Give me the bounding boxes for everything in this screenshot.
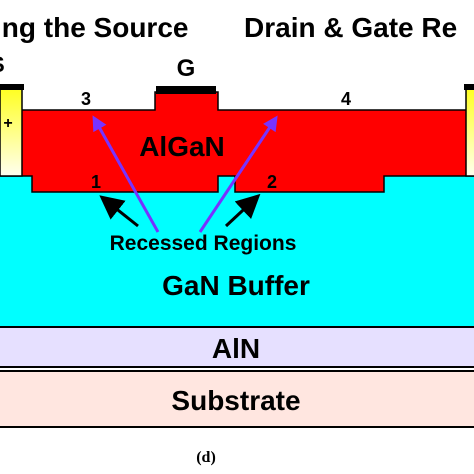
- drain-contact: [465, 87, 474, 177]
- header-right-text: Drain & Gate Re: [244, 12, 457, 43]
- figure-caption: (d): [196, 449, 216, 466]
- purple-arrow-left: [92, 115, 160, 233]
- substrate-layer: [0, 370, 474, 428]
- gan-buffer-label: GaN Buffer: [162, 270, 310, 301]
- gate-contact: [156, 86, 216, 94]
- algan-label: AlGaN: [139, 131, 225, 162]
- gate-label: G: [177, 55, 196, 82]
- substrate-label: Substrate: [171, 385, 300, 416]
- drain-contact-cap: [464, 84, 474, 90]
- recessed-regions-label: Recessed Regions: [110, 232, 297, 255]
- header-left-text: ing the Source: [0, 12, 188, 43]
- source-sign: +: [3, 115, 12, 132]
- region-4-label: 4: [341, 89, 351, 109]
- region-2-label: 2: [267, 172, 277, 192]
- aln-layer: [0, 326, 474, 368]
- black-arrow-right: [224, 193, 261, 228]
- region-3-label: 3: [81, 89, 91, 109]
- source-contact-cap: [0, 84, 24, 90]
- header-partial-letter: S: [0, 52, 5, 77]
- aln-label: AlN: [212, 333, 260, 364]
- source-contact: [0, 87, 23, 177]
- purple-arrow-right: [198, 115, 278, 233]
- region-1-label: 1: [91, 172, 101, 192]
- black-arrow-left: [99, 195, 139, 228]
